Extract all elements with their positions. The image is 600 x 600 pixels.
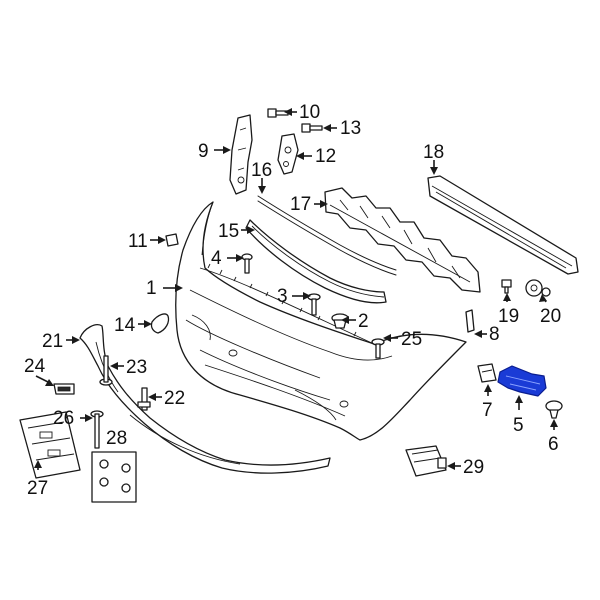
callout-29: 29 bbox=[447, 457, 484, 478]
callout-label-8: 8 bbox=[489, 324, 500, 345]
callout-28: 28 bbox=[106, 428, 127, 449]
callout-24: 24 bbox=[24, 356, 54, 386]
part-bracket-7 bbox=[477, 363, 497, 383]
part-bolt-8 bbox=[465, 309, 475, 333]
callout-20: 20 bbox=[539, 294, 561, 327]
part-bumper-cover bbox=[175, 201, 467, 441]
callout-18: 18 bbox=[423, 142, 444, 175]
callout-13: 13 bbox=[323, 118, 361, 139]
callout-label-6: 6 bbox=[548, 434, 559, 455]
part-seal-strip bbox=[257, 195, 397, 276]
part-bolt-10 bbox=[267, 108, 289, 118]
callout-12: 12 bbox=[296, 146, 336, 167]
callout-label-23: 23 bbox=[126, 357, 147, 378]
part-screw-23 bbox=[99, 355, 113, 386]
part-energy-absorber bbox=[324, 187, 481, 293]
callout-14: 14 bbox=[114, 315, 152, 336]
kit-screw bbox=[99, 459, 131, 493]
callout-4: 4 bbox=[211, 248, 244, 269]
callout-label-2: 2 bbox=[358, 311, 369, 332]
callout-label-17: 17 bbox=[290, 194, 311, 215]
part-nut-20 bbox=[525, 279, 551, 297]
callout-label-24: 24 bbox=[24, 356, 46, 377]
callout-5: 5 bbox=[513, 395, 524, 436]
callout-3: 3 bbox=[277, 286, 311, 307]
callout-label-7: 7 bbox=[482, 400, 493, 421]
callout-9: 9 bbox=[198, 141, 231, 162]
part-tow-hook-cover bbox=[150, 313, 170, 334]
part-module-29 bbox=[405, 445, 447, 477]
callout-21: 21 bbox=[42, 331, 80, 352]
callout-label-14: 14 bbox=[114, 315, 136, 336]
callout-19: 19 bbox=[498, 293, 519, 327]
part-screw-26 bbox=[90, 410, 104, 449]
part-parking-sensor-bracket-highlighted bbox=[497, 365, 547, 397]
part-left-bracket bbox=[229, 114, 253, 195]
callout-label-1: 1 bbox=[146, 278, 157, 299]
callout-label-15: 15 bbox=[218, 221, 239, 242]
callout-11: 11 bbox=[128, 231, 166, 252]
callout-6: 6 bbox=[548, 419, 559, 455]
callout-label-13: 13 bbox=[340, 118, 361, 139]
callout-label-20: 20 bbox=[540, 306, 561, 327]
callout-23: 23 bbox=[110, 357, 147, 378]
callout-17: 17 bbox=[290, 194, 328, 215]
callout-label-12: 12 bbox=[315, 146, 336, 167]
callout-label-19: 19 bbox=[498, 306, 519, 327]
callout-label-10: 10 bbox=[299, 102, 320, 123]
callout-22: 22 bbox=[148, 388, 185, 409]
callout-1: 1 bbox=[146, 278, 183, 299]
callout-label-11: 11 bbox=[128, 231, 148, 252]
callout-label-29: 29 bbox=[463, 457, 484, 478]
callout-15: 15 bbox=[218, 221, 255, 242]
callout-7: 7 bbox=[482, 384, 493, 421]
callout-8: 8 bbox=[474, 324, 500, 345]
part-push-pin-25 bbox=[371, 338, 385, 359]
part-clip-11 bbox=[165, 233, 179, 247]
callout-label-4: 4 bbox=[211, 248, 222, 269]
part-right-bracket bbox=[277, 133, 299, 175]
callout-26: 26 bbox=[53, 408, 93, 429]
part-reinforcement-bar bbox=[427, 175, 579, 275]
callout-label-26: 26 bbox=[53, 408, 74, 429]
callout-label-5: 5 bbox=[513, 415, 524, 436]
part-screw-3 bbox=[307, 293, 321, 316]
callout-label-3: 3 bbox=[277, 286, 288, 307]
callout-label-25: 25 bbox=[401, 329, 422, 350]
callout-label-27: 27 bbox=[27, 478, 48, 499]
callout-27: 27 bbox=[27, 460, 48, 499]
part-push-pin-4 bbox=[241, 253, 253, 274]
callout-16: 16 bbox=[251, 160, 272, 194]
part-bolt-19 bbox=[501, 279, 512, 294]
callouts: 1 2 3 4 5 6 bbox=[24, 102, 561, 499]
callout-label-28: 28 bbox=[106, 428, 127, 449]
part-bolt-13 bbox=[301, 123, 323, 133]
callout-label-21: 21 bbox=[42, 331, 63, 352]
callout-label-9: 9 bbox=[198, 141, 209, 162]
part-hardware-kit bbox=[91, 451, 137, 503]
callout-label-18: 18 bbox=[423, 142, 444, 163]
part-bolt-22 bbox=[137, 387, 151, 411]
part-bracket-24 bbox=[53, 383, 75, 395]
part-license-plate-bracket bbox=[19, 411, 81, 479]
callout-25: 25 bbox=[383, 329, 422, 350]
callout-2: 2 bbox=[341, 311, 369, 332]
callout-label-22: 22 bbox=[164, 388, 185, 409]
part-lower-grille bbox=[245, 219, 387, 304]
part-clip-6 bbox=[545, 400, 563, 419]
callout-label-16: 16 bbox=[251, 160, 272, 181]
callout-10: 10 bbox=[284, 102, 320, 123]
